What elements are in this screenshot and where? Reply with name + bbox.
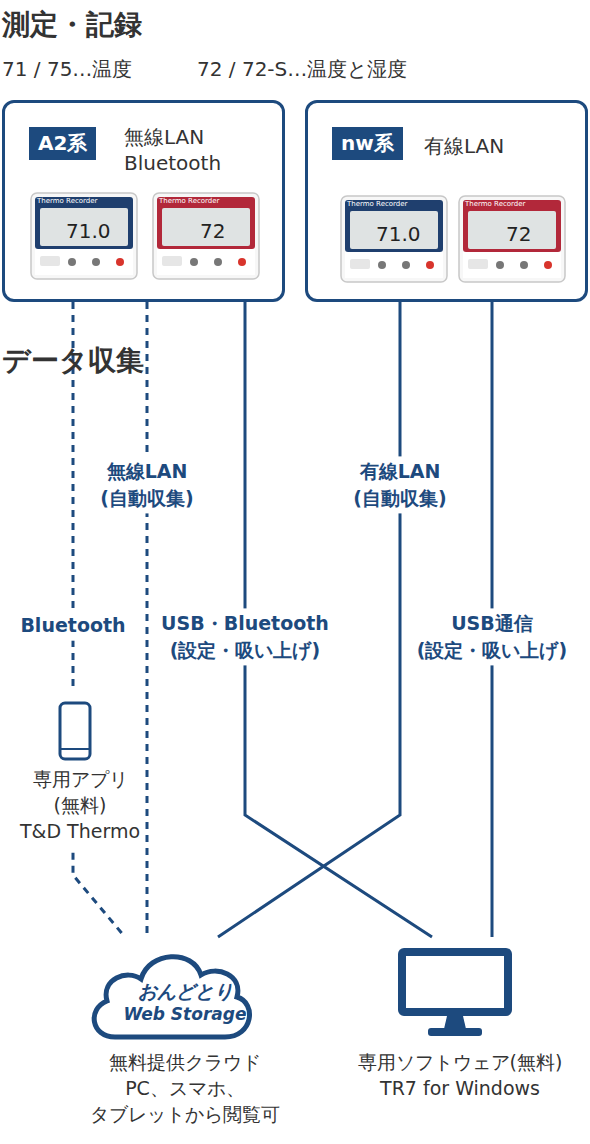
heading-text: 72 / 72-S…温度と湿度 bbox=[197, 56, 407, 83]
text-line: PC、スマホ、 bbox=[50, 1075, 320, 1101]
text-line: 有線LAN bbox=[353, 458, 446, 485]
node-figure bbox=[335, 945, 585, 1049]
device-display-text: Thermo Recorder bbox=[347, 200, 407, 208]
device-display-text: 71.0 bbox=[376, 222, 421, 246]
text-line: 専用ソフトウェア(無料) bbox=[335, 1049, 585, 1075]
cloud-node: おんどとり Web Storage 無料提供クラウド PC、スマホ、 タブレットから… bbox=[50, 945, 320, 1128]
connector-label: USB・Bluetooth (設定・吸い上げ) bbox=[157, 608, 333, 665]
device-white bbox=[341, 196, 447, 282]
device-red bbox=[153, 193, 259, 279]
monitor-icon bbox=[395, 945, 515, 1040]
section-heading: 測定・記録 bbox=[2, 6, 142, 44]
device-white bbox=[31, 193, 137, 279]
node-text: 無線LAN Bluetooth bbox=[124, 124, 221, 176]
text-line: 専用アプリ bbox=[0, 766, 160, 792]
device-display-text: 72 bbox=[200, 219, 225, 243]
text-line: 無線LAN bbox=[124, 124, 221, 150]
device-display-text: Thermo Recorder bbox=[37, 197, 97, 205]
phone-node: 専用アプリ (無料) T&D Thermo bbox=[0, 700, 160, 845]
connector-label: Bluetooth bbox=[16, 610, 129, 641]
device-red bbox=[459, 196, 565, 282]
heading-text: 71 / 75…温度 bbox=[2, 56, 132, 83]
text-line: (自動収集) bbox=[100, 485, 193, 512]
node-figure: おんどとり Web Storage bbox=[50, 945, 320, 1049]
series-badge: A2系 bbox=[29, 127, 96, 160]
connector-label: 無線LAN (自動収集) bbox=[96, 456, 197, 513]
device-display-text: Thermo Recorder bbox=[159, 197, 219, 205]
text-line: (設定・吸い上げ) bbox=[161, 637, 329, 664]
text-line: USB通信 bbox=[417, 610, 567, 637]
product-group-box: A2系無線LAN Bluetooth bbox=[2, 100, 285, 302]
phone-icon bbox=[55, 700, 95, 762]
text-line: Bluetooth bbox=[124, 150, 221, 176]
node-figure bbox=[0, 700, 160, 766]
text-line: TR7 for Windows bbox=[335, 1075, 585, 1101]
monitor-node: 専用ソフトウェア(無料) TR7 for Windows bbox=[335, 945, 585, 1101]
node-text: 無料提供クラウド PC、スマホ、 タブレットから閲覧可 bbox=[50, 1049, 320, 1128]
product-group-box: nw系有線LAN bbox=[305, 100, 588, 302]
text-line: 無料提供クラウド bbox=[50, 1049, 320, 1075]
text-line: (無料) bbox=[0, 792, 160, 818]
text-line: タブレットから閲覧可 bbox=[50, 1101, 320, 1127]
text-line: T&D Thermo bbox=[0, 818, 160, 844]
heading-text: データ収集 bbox=[2, 342, 144, 380]
logo-text: おんどとり bbox=[50, 981, 320, 1002]
text-line: (自動収集) bbox=[353, 485, 446, 512]
device-display-text: 71.0 bbox=[66, 219, 111, 243]
device-display-text: Thermo Recorder bbox=[465, 200, 525, 208]
device-display-text: 72 bbox=[506, 222, 531, 246]
node-text: 有線LAN bbox=[424, 133, 504, 159]
text-line: (設定・吸い上げ) bbox=[417, 637, 567, 664]
logo-text: Web Storage bbox=[50, 1005, 320, 1024]
text-line: 無線LAN bbox=[100, 458, 193, 485]
text-line: USB・Bluetooth bbox=[161, 610, 329, 637]
connector-line bbox=[73, 853, 125, 937]
connector-line bbox=[146, 302, 149, 937]
node-text: 専用アプリ (無料) T&D Thermo bbox=[0, 766, 160, 845]
node-text: 専用ソフトウェア(無料) TR7 for Windows bbox=[335, 1049, 585, 1101]
connector-label: 有線LAN (自動収集) bbox=[349, 456, 450, 513]
connector-label: USB通信 (設定・吸い上げ) bbox=[413, 608, 571, 665]
series-badge: nw系 bbox=[332, 127, 403, 160]
